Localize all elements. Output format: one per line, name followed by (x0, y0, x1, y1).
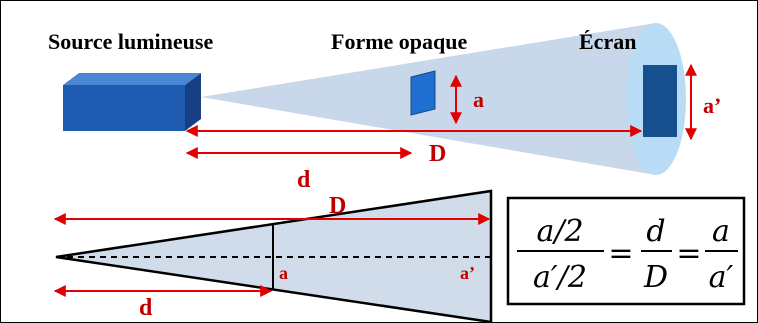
bottom-distance-D-label: D (329, 193, 346, 219)
formula-box: a/2 a′/2 = d D = a a′ (506, 196, 746, 306)
size-a-prime-label: a’ (703, 93, 721, 118)
size-a-label: a (473, 87, 484, 112)
geometry-diagram: D d a a’ (53, 189, 493, 322)
bottom-size-a-prime-label: a’ (460, 263, 475, 283)
fraction-3-numerator: a (712, 214, 730, 249)
source-label: Source lumineuse (48, 29, 213, 54)
screen-shadow (643, 65, 677, 137)
opaque-shape (410, 70, 436, 116)
bottom-size-a-label: a (279, 263, 288, 283)
bottom-distance-d-label: d (139, 295, 153, 321)
top-illustration: Source lumineuse Forme opaque Écran a a’… (48, 23, 721, 193)
shape-label: Forme opaque (331, 29, 468, 54)
fraction-1-numerator: a/2 (536, 214, 583, 249)
fraction-3-denominator: a′ (709, 260, 734, 295)
equals-sign-1: = (608, 236, 633, 271)
equals-sign-2: = (676, 236, 701, 271)
light-source-box (63, 73, 201, 131)
fraction-2-denominator: D (643, 260, 668, 295)
distance-D-label: D (429, 141, 446, 167)
fraction-2-numerator: d (646, 214, 665, 249)
fraction-1-denominator: a′/2 (533, 260, 587, 295)
screen-label: Écran (579, 29, 636, 54)
distance-d-label: d (297, 167, 311, 193)
